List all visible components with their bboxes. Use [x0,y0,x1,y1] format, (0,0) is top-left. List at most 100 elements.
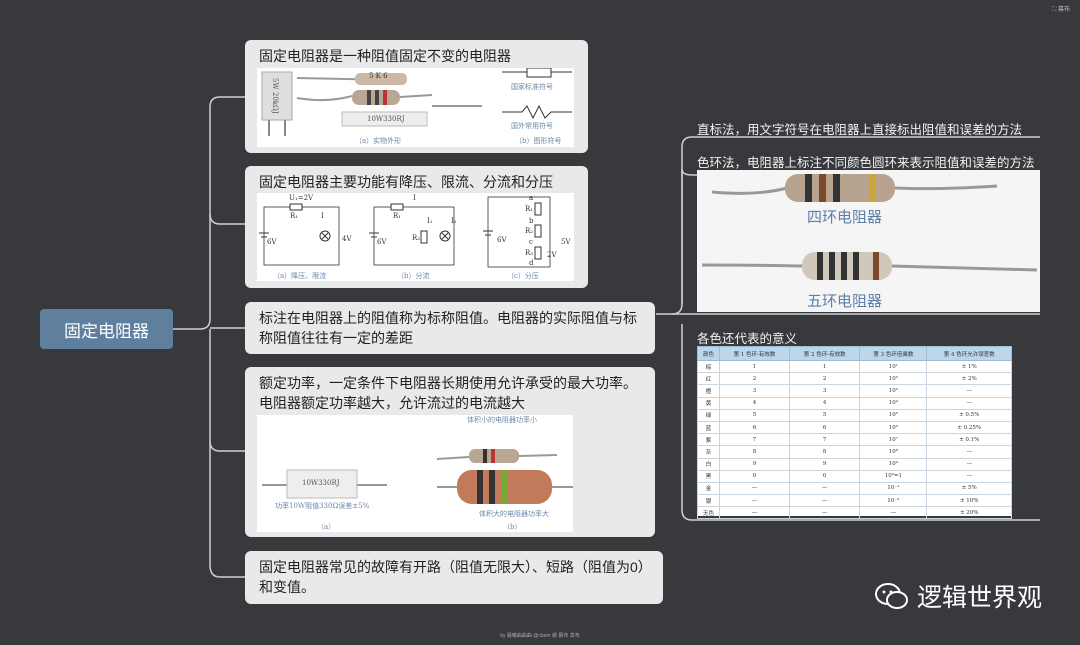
table-cell: — [926,384,1012,398]
table-cell: 10⁷ [859,433,928,447]
table-cell: 4 [789,396,861,410]
table-cell: ± 5% [926,481,1012,496]
table-cell: 5 [789,408,861,422]
table-row: 无色———± 20% [697,506,1012,520]
table-cell: — [859,506,928,520]
circuit-diagrams: 6V 4V U₁=2V R₁ I 6V R₁ R₂ I I₁ I₂ 6V R₁ … [257,193,574,281]
table-cell: 10¹ [859,359,928,374]
resistor-photo-symbols: 5W 20kΩJ 5 K 6 10W330RJ 国家标准符号 国外常用符号 （a… [257,67,574,147]
table-cell: 2 [718,372,791,386]
table-cell: 绿 [697,408,720,422]
table-header-cell: 第 2 色环-有效数 [789,346,861,361]
table-cell: 银 [697,494,720,508]
card-rated-power[interactable]: 额定功率，一定条件下电阻器长期使用允许承受的最大功率。电阻器额定功率越大，允许流… [245,367,655,537]
card-text: 标注在电阻器上的阻值称为标称阻值。电阻器的实际阻值与标称阻值往往有一定的差距 [259,310,637,346]
table-cell: — [926,396,1012,410]
table-cell: 8 [718,445,791,459]
table-cell: — [926,469,1012,483]
table-cell: 10⁸ [859,445,928,459]
watermark: 逻辑世界观 [874,578,1042,614]
top-right-brand[interactable]: ⛶ 幕布 [1052,7,1070,13]
table-cell: 6 [718,420,791,435]
table-cell: — [789,494,861,508]
table-header-cell: 颜色 [697,346,720,361]
power-illustration [262,449,573,504]
table-cell: 4 [718,396,791,410]
table-header-cell: 第 4 色环允许误差数 [926,346,1012,361]
table-cell: 金 [697,481,720,496]
color-ring-illustration [701,174,1038,280]
table-cell: ± 0.25% [926,420,1012,435]
table-cell: 1 [718,359,791,374]
card-faults[interactable]: 固定电阻器常见的故障有开路（阻值无限大）、短路（阻值为0）和变值。 [245,551,663,604]
table-cell: 10⁰=1 [859,469,928,483]
card-functions[interactable]: 固定电阻器主要功能有降压、限流、分流和分压 6V 4V U₁=2V R₁ [245,166,588,288]
direct-marking-text[interactable]: 直标法，用文字符号在电阻器上直接标出阻值和误差的方法 [697,123,1023,137]
table-cell: ± 20% [926,506,1012,520]
table-cell: 紫 [697,433,720,447]
wechat-icon [874,583,908,609]
table-cell: 棕 [697,359,720,374]
table-cell: 蓝 [697,420,720,435]
table-cell: 无色 [697,506,720,520]
table-cell: — [718,494,791,508]
table-cell: 白 [697,457,720,471]
card-fixed-resistor-definition[interactable]: 固定电阻器是一种阻值固定不变的电阻器 5W 20kΩJ 5 K 6 10W330… [245,40,588,153]
table-cell: 2 [789,372,861,386]
table-cell: 7 [789,433,861,447]
table-cell: 橙 [697,384,720,398]
table-cell: ± 1% [926,359,1012,374]
root-node[interactable]: 固定电阻器 [40,309,173,349]
table-cell: 10⁴ [859,396,928,410]
table-cell: 0 [718,469,791,483]
table-cell: ± 10% [926,494,1012,508]
table-cell: ± 2% [926,372,1012,386]
table-cell: 10⁹ [859,457,928,471]
card-text: 固定电阻器是一种阻值固定不变的电阻器 [259,48,511,64]
circuit-illustration [259,196,551,268]
table-cell: 灰 [697,445,720,459]
five-ring-label: 五环电阻器 [807,292,883,310]
rated-power-photos: 10W330RJ 体积小的电阻器功率小 功率10W阻值330Ω误差±5% 体积大… [257,415,573,532]
card-nominal-resistance[interactable]: 标注在电阻器上的阻值称为标称阻值。电阻器的实际阻值与标称阻值往往有一定的差距 [245,302,655,354]
table-cell: 10² [859,372,928,386]
table-cell: 7 [718,433,791,447]
table-cell: 10⁵ [859,408,928,422]
table-title[interactable]: 各色还代表的意义 [697,332,798,346]
table-header-cell: 第 1 色环-有效数 [718,346,791,361]
footer[interactable]: by 晨曦曲曲曲 @cbem 做 幕布 发布 [500,633,580,639]
table-cell: 9 [789,457,861,471]
card-text: 额定功率，一定条件下电阻器长期使用允许承受的最大功率。电阻器额定功率越大，允许流… [259,375,637,411]
table-cell: 3 [789,384,861,398]
table-cell: 黄 [697,396,720,410]
table-cell: 1 [789,359,861,374]
table-cell: — [789,481,861,496]
table-cell: — [789,506,861,520]
table-cell: 6 [789,420,861,435]
table-cell: ± 0.1% [926,433,1012,447]
table-cell: ± 0.5% [926,408,1012,422]
expand-icon: ⛶ [1052,7,1058,13]
table-row: 金——10⁻¹± 5% [697,481,1012,496]
table-cell: — [926,457,1012,471]
table-cell: — [718,506,791,520]
table-row: 银——10⁻²± 10% [697,494,1012,508]
table-cell: — [718,481,791,496]
color-ring-text[interactable]: 色环法，电阻器上标注不同颜色圆环来表示阻值和误差的方法 [697,156,1035,170]
table-cell: 红 [697,372,720,386]
table-cell: 10³ [859,384,928,398]
card-text: 固定电阻器常见的故障有开路（阻值无限大）、短路（阻值为0）和变值。 [259,559,645,595]
color-code-table: 颜色第 1 色环-有效数第 2 色环-有效数第 3 色环倍乘数第 4 色环允许误… [697,346,1012,520]
table-cell: 8 [789,445,861,459]
table-cell: — [926,445,1012,459]
color-table: 颜色第 1 色环-有效数第 2 色环-有效数第 3 色环倍乘数第 4 色环允许误… [697,346,1012,520]
